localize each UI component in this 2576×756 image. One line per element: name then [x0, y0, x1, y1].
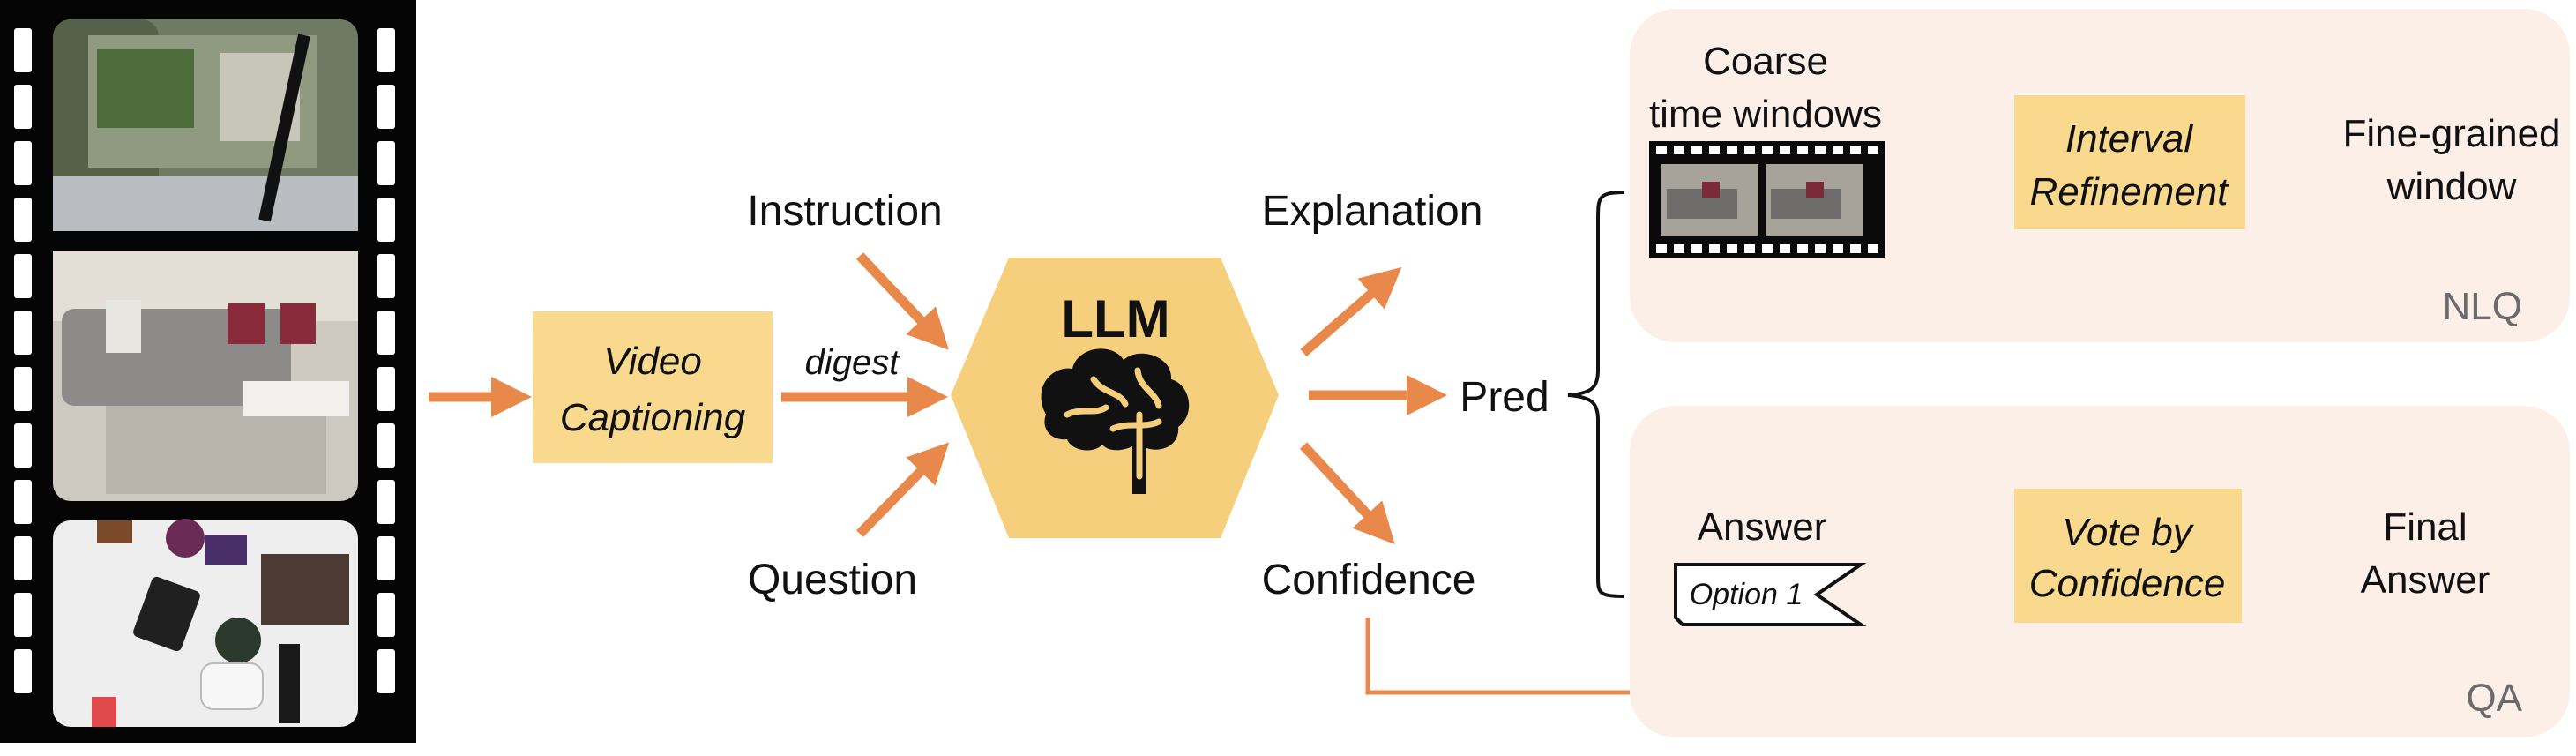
- coarse-film-strip: [1649, 141, 1885, 258]
- question-label: Question: [748, 557, 917, 603]
- llm-block: LLM: [951, 258, 1279, 538]
- interval-refinement-box: [2014, 95, 2245, 229]
- vote-label-1: Vote by: [2062, 511, 2195, 554]
- qa-panel: Answer Option 1 Vote by Confidence Final…: [1630, 406, 2570, 737]
- arrow-llm-to-confidence: [1299, 442, 1395, 544]
- video-frame-3: [53, 519, 358, 727]
- final-answer-label-1: Final: [2383, 505, 2467, 549]
- qa-panel-label: QA: [2466, 677, 2522, 720]
- instruction-label: Instruction: [747, 188, 942, 235]
- nlq-panel-label: NLQ: [2443, 285, 2522, 328]
- confidence-label: Confidence: [1262, 557, 1476, 603]
- llm-label: LLM: [1061, 289, 1169, 348]
- final-answer-label-2: Answer: [2361, 558, 2490, 602]
- coarse-label-2: time windows: [1649, 93, 1882, 136]
- fine-grained-label-1: Fine-grained: [2342, 112, 2560, 155]
- vote-label-2: Confidence: [2029, 562, 2226, 605]
- pred-brace: [1567, 191, 1625, 598]
- arrow-llm-to-explanation: [1300, 266, 1402, 357]
- video-frame-2: [53, 251, 358, 501]
- video-captioning-label-1: Video: [603, 340, 702, 383]
- digest-label: digest: [805, 343, 901, 382]
- arrow-instruction-to-llm: [856, 252, 949, 350]
- film-sprocket-holes: [14, 28, 395, 693]
- interval-refinement-label-1: Interval: [2065, 117, 2194, 161]
- fine-grained-label-2: window: [2386, 165, 2517, 208]
- film-strip: [0, 0, 416, 743]
- pred-label: Pred: [1460, 374, 1549, 421]
- vote-by-confidence-box: [2014, 489, 2242, 623]
- option-flag-icon: [1674, 563, 1867, 626]
- video-captioning-box: Video Captioning: [533, 311, 773, 463]
- brain-icon: [1041, 348, 1190, 494]
- option-label: Option 1: [1690, 578, 1803, 611]
- video-captioning-label-2: Captioning: [560, 396, 746, 439]
- explanation-label: Explanation: [1262, 188, 1483, 235]
- nlq-panel: Coarse time windows Inte: [1630, 9, 2570, 342]
- arrow-question-to-llm: [856, 442, 950, 537]
- coarse-label-1: Coarse: [1703, 40, 1828, 83]
- interval-refinement-label-2: Refinement: [2029, 170, 2229, 213]
- video-frame-1: [53, 19, 358, 231]
- answer-label: Answer: [1698, 505, 1827, 549]
